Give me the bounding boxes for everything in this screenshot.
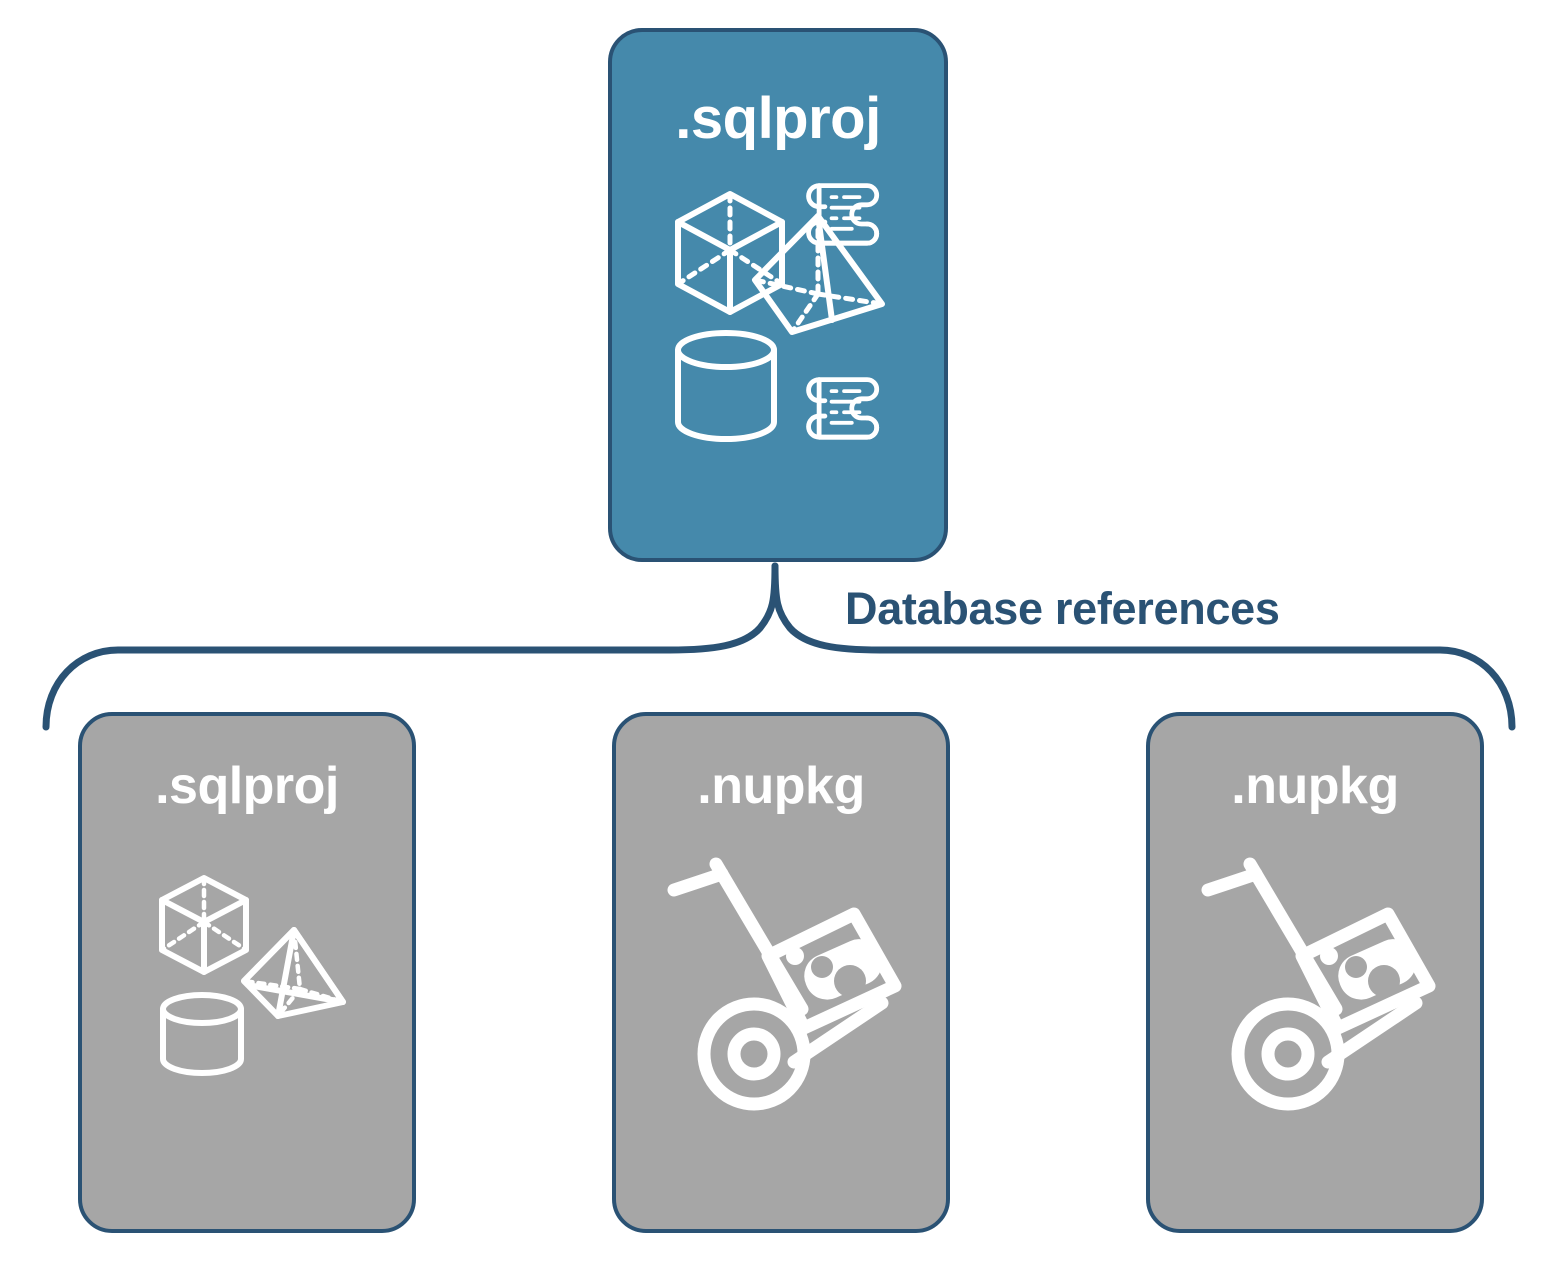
pyramid-icon [241, 927, 346, 1019]
nuget-package-dolly-icon [667, 857, 902, 1111]
reference-label-nupkg-2: .nupkg [1231, 757, 1399, 815]
nuget-icon-group-1 [652, 846, 927, 1121]
cube-icon [675, 191, 785, 315]
database-references-label: Database references [845, 583, 1280, 634]
reference-box-nupkg-1[interactable]: .nupkg [612, 712, 950, 1233]
nuget-package-dolly-icon [1201, 857, 1436, 1111]
sqlproj-shape-icon-group [156, 864, 366, 1079]
cylinder-icon [675, 330, 777, 442]
nuget-dot-glyph [786, 947, 804, 965]
reference-label-sqlproj: .sqlproj [155, 757, 339, 815]
root-icon-group [670, 172, 896, 452]
root-sqlproj-label: .sqlproj [675, 86, 881, 151]
script-scroll-icon [806, 377, 880, 440]
pyramid-icon [752, 213, 885, 335]
sqlproj-shapes-svg [159, 875, 346, 1076]
root-sqlproj-box[interactable]: .sqlproj [608, 28, 948, 562]
root-icons-svg [675, 183, 885, 442]
nuget-blob-holes [1345, 956, 1400, 997]
cylinder-icon [160, 992, 244, 1076]
nuget-blob-holes [811, 956, 866, 997]
reference-box-sqlproj[interactable]: .sqlproj [78, 712, 416, 1233]
reference-box-nupkg-2[interactable]: .nupkg [1146, 712, 1484, 1233]
nuget-dot-glyph [1320, 947, 1338, 965]
nuget-icon-group-2 [1186, 846, 1461, 1121]
cube-icon [159, 875, 249, 975]
reference-label-nupkg-1: .nupkg [697, 757, 865, 815]
